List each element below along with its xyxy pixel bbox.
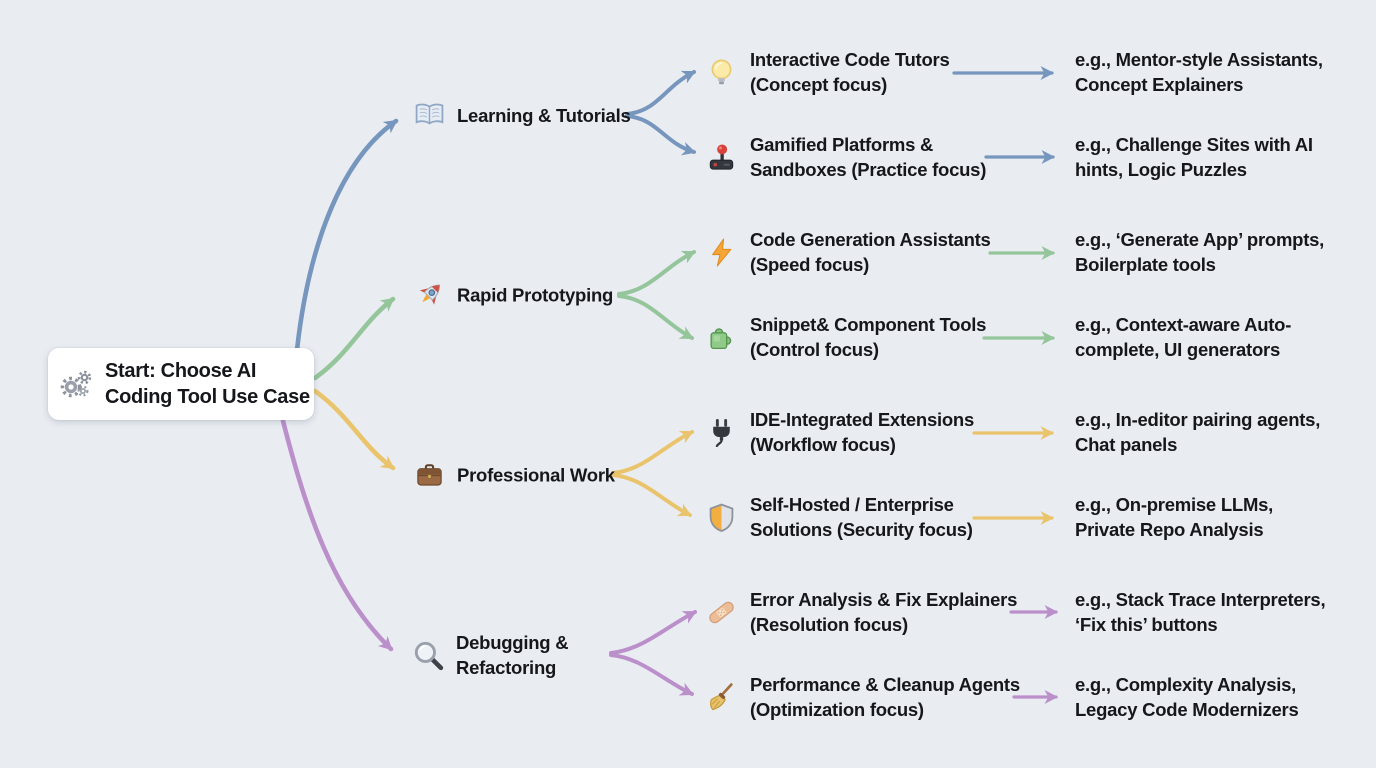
- branch-label: Rapid Prototyping: [457, 284, 614, 306]
- child-interactive-code-tutors[interactable]: Interactive Code Tutors (Concept focus): [704, 47, 950, 97]
- example-stack-trace-interpreters: e.g., Stack Trace Interpreters, ‘Fix thi…: [1075, 589, 1326, 635]
- lightbulb-icon: [704, 58, 738, 87]
- branch-debugging-refactoring[interactable]: Debugging & Refactoring: [411, 630, 569, 680]
- edge-root-professional: [312, 388, 396, 471]
- open-book-icon: [412, 102, 446, 128]
- edge-professional-ide: [611, 430, 694, 475]
- example-generate-app-prompts: e.g., ‘Generate App’ prompts, Boilerplat…: [1075, 229, 1325, 275]
- edge-learning-tutors: [625, 70, 696, 116]
- edge-learning-gamified: [625, 114, 696, 156]
- briefcase-icon: [412, 462, 446, 489]
- edge-prototyping-snippet: [617, 294, 694, 340]
- child-ide-integrated-extensions[interactable]: IDE-Integrated Extensions (Workflow focu…: [704, 407, 974, 457]
- bandage-icon: [704, 597, 738, 628]
- branch-label: Debugging & Refactoring: [456, 632, 569, 678]
- edge-professional-selfhosted: [611, 473, 692, 517]
- edge-root-learning: [294, 118, 399, 353]
- branch-learning-tutorials[interactable]: Learning & Tutorials: [412, 102, 631, 128]
- child-label: Snippet& Component Tools (Control focus): [750, 314, 987, 360]
- plug-icon: [704, 418, 738, 447]
- broom-icon: [704, 682, 738, 713]
- child-error-analysis-fix-explainers[interactable]: Error Analysis & Fix Explainers (Resolut…: [704, 587, 1017, 637]
- rocket-icon: [412, 281, 446, 310]
- example-complexity-analysis: e.g., Complexity Analysis, Legacy Code M…: [1075, 674, 1299, 720]
- edge-root-debugging: [280, 418, 394, 652]
- edge-prototyping-codegen: [617, 250, 696, 296]
- gears-icon: [58, 368, 96, 400]
- child-label: IDE-Integrated Extensions (Workflow focu…: [750, 409, 975, 455]
- edge-debugging-error: [609, 610, 697, 655]
- edge-debugging-performance: [609, 653, 694, 696]
- example-mentor-style-assistants: e.g., Mentor-style Assistants, Concept E…: [1075, 49, 1323, 95]
- example-challenge-sites: e.g., Challenge Sites with AI hints, Log…: [1075, 134, 1313, 180]
- shield-icon: [704, 503, 738, 532]
- child-gamified-platforms[interactable]: Gamified Platforms & Sandboxes (Practice…: [704, 132, 986, 182]
- lightning-icon: [704, 238, 738, 267]
- branch-label: Professional Work: [457, 464, 615, 486]
- child-label: Interactive Code Tutors (Concept focus): [750, 49, 950, 95]
- root-label: Start: Choose AI Coding Tool Use Case: [105, 360, 310, 408]
- puzzle-icon: [704, 323, 738, 352]
- child-self-hosted-enterprise[interactable]: Self-Hosted / Enterprise Solutions (Secu…: [704, 492, 973, 542]
- example-on-premise-llms: e.g., On-premise LLMs, Private Repo Anal…: [1075, 494, 1274, 540]
- example-in-editor-pairing-agents: e.g., In-editor pairing agents, Chat pan…: [1075, 409, 1321, 455]
- child-label: Code Generation Assistants (Speed focus): [750, 229, 991, 275]
- child-label: Performance & Cleanup Agents (Optimizati…: [750, 674, 1020, 720]
- joystick-icon: [704, 143, 738, 172]
- example-context-aware-autocomplete: e.g., Context-aware Auto- complete, UI g…: [1075, 314, 1292, 360]
- child-performance-cleanup-agents[interactable]: Performance & Cleanup Agents (Optimizati…: [704, 672, 1020, 722]
- branch-professional-work[interactable]: Professional Work: [412, 462, 615, 489]
- magnifying-glass-icon: [411, 640, 445, 671]
- edge-root-prototyping: [312, 296, 396, 381]
- child-label: Self-Hosted / Enterprise Solutions (Secu…: [750, 494, 973, 540]
- child-label: Gamified Platforms & Sandboxes (Practice…: [750, 134, 987, 180]
- branch-rapid-prototyping[interactable]: Rapid Prototyping: [412, 281, 613, 310]
- branch-label: Learning & Tutorials: [457, 104, 631, 126]
- child-code-generation-assistants[interactable]: Code Generation Assistants (Speed focus): [704, 227, 991, 277]
- root-node[interactable]: Start: Choose AI Coding Tool Use Case: [48, 348, 314, 420]
- child-snippet-component-tools[interactable]: Snippet& Component Tools (Control focus): [704, 312, 986, 362]
- child-label: Error Analysis & Fix Explainers (Resolut…: [750, 589, 1018, 635]
